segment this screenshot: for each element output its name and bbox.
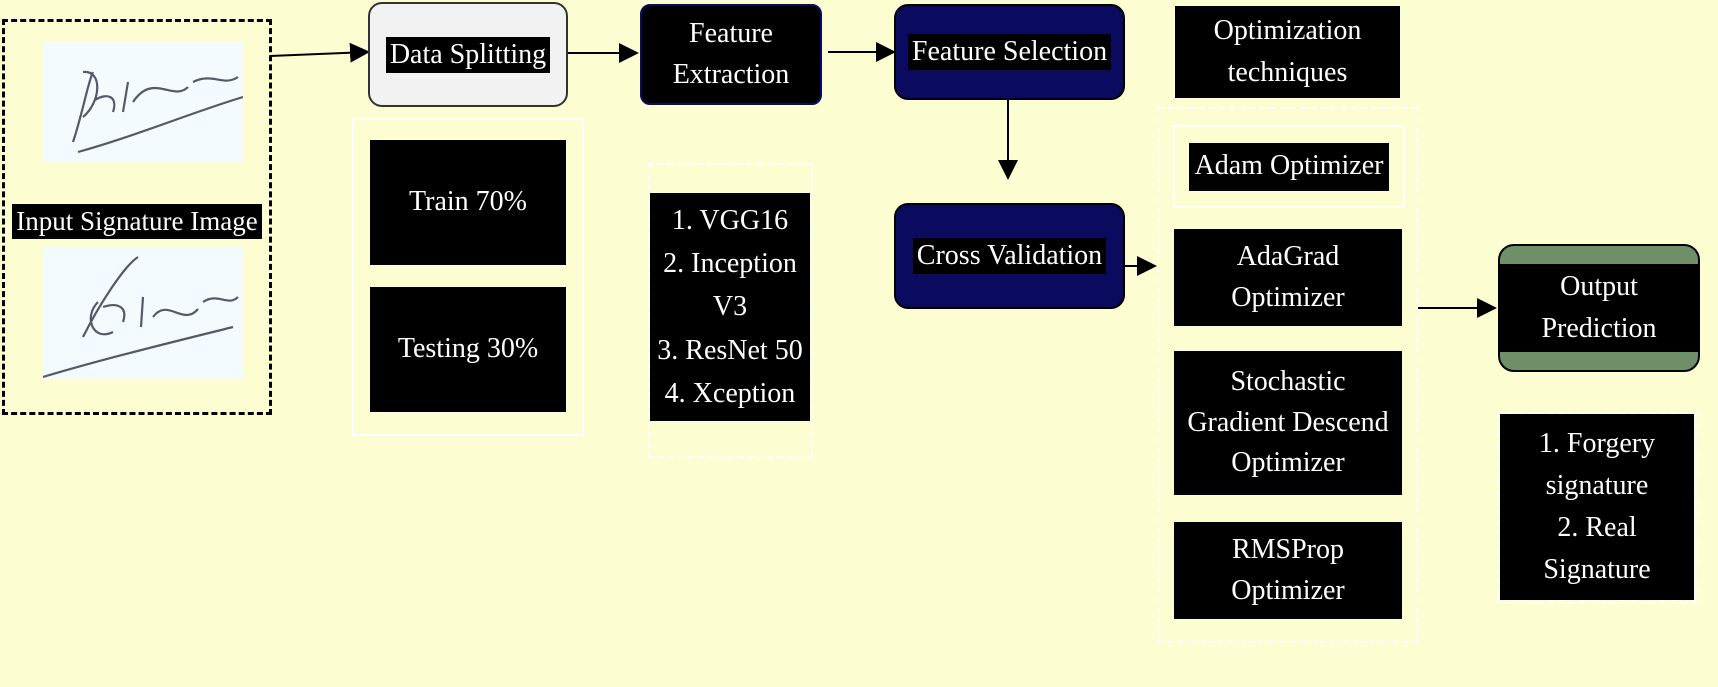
feature-selection-label: Feature Selection	[907, 34, 1112, 70]
data-splitting-node: Data Splitting	[368, 2, 568, 107]
cross-validation-node: Cross Validation	[894, 203, 1125, 309]
output-classes-box: 1. Forgery signature 2. Real Signature	[1500, 414, 1694, 600]
train-test-group	[352, 118, 584, 436]
sgd-optimizer-box: Stochastic Gradient Descend Optimizer	[1174, 351, 1402, 495]
input-label-wrap: Input Signature Image	[2, 201, 272, 241]
optimizers-group	[1158, 107, 1418, 643]
adam-optimizer-box: Adam Optimizer	[1189, 142, 1389, 191]
output-prediction-label: Output Prediction	[1500, 264, 1698, 352]
adagrad-optimizer-box: AdaGrad Optimizer	[1174, 229, 1402, 326]
models-list-box: 1. VGG16 2. Inception V3 3. ResNet 50 4.…	[650, 193, 810, 421]
output-prediction-node: Output Prediction	[1498, 244, 1700, 372]
signature-image-2	[43, 247, 243, 379]
input-signature-label: Input Signature Image	[12, 203, 262, 239]
cross-validation-label: Cross Validation	[912, 238, 1107, 274]
models-group	[648, 163, 813, 458]
input-signature-panel: Input Signature Image	[2, 19, 272, 415]
arrow-input-to-splitting	[269, 42, 370, 63]
optimization-title-box: Optimization techniques	[1175, 6, 1400, 98]
adam-optimizer-frame: Adam Optimizer	[1173, 125, 1405, 208]
feature-selection-node: Feature Selection	[894, 4, 1125, 100]
data-splitting-label: Data Splitting	[385, 36, 551, 73]
signature-image-1	[43, 42, 243, 162]
test-split-box: Testing 30%	[370, 287, 566, 412]
rmsprop-optimizer-box: RMSProp Optimizer	[1174, 522, 1402, 619]
output-classes-group	[1497, 412, 1697, 604]
train-split-box: Train 70%	[370, 140, 566, 265]
feature-extraction-node: Feature Extraction	[640, 4, 822, 105]
